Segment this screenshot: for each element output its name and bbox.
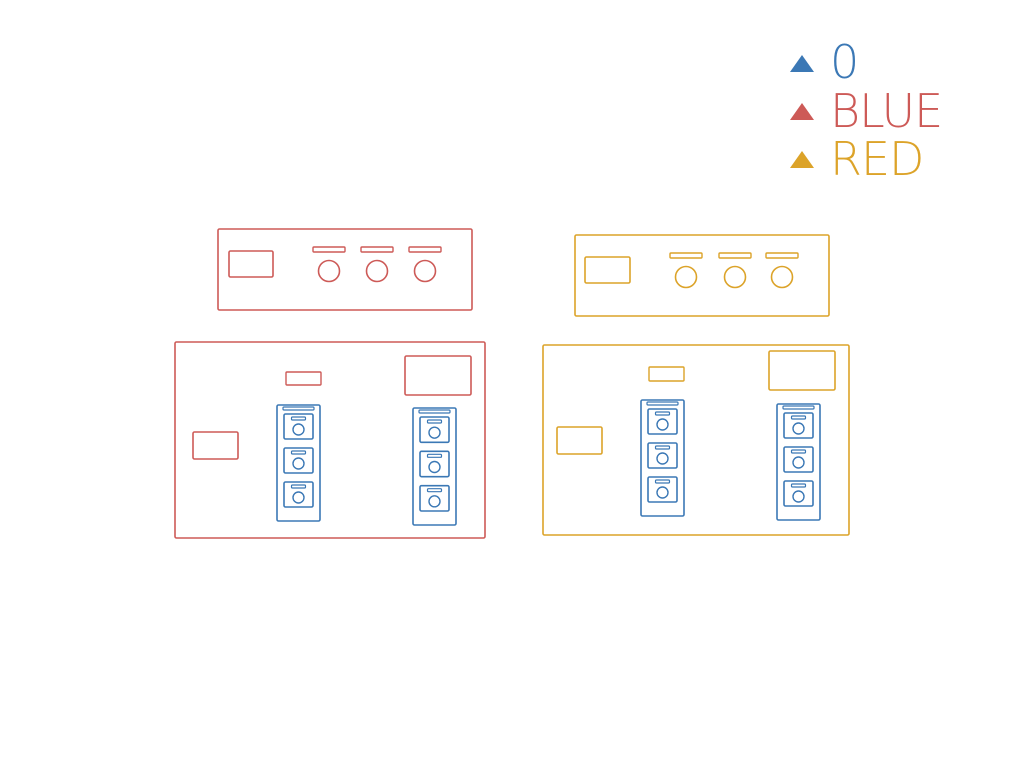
- drawer-handle: [290, 484, 307, 489]
- drawer-handle: [790, 449, 807, 454]
- indicator-slot: [718, 252, 752, 259]
- legend-item-1: BLUE: [790, 84, 943, 138]
- station-frame: [174, 341, 486, 539]
- station: [542, 344, 850, 536]
- cabinet: [640, 399, 685, 517]
- drawer-handle: [790, 415, 807, 420]
- drawer-handle: [654, 445, 671, 450]
- yellow-group: [542, 234, 850, 536]
- side-box: [556, 426, 603, 455]
- drawer-knob-icon: [656, 452, 669, 465]
- drawer-handle: [654, 479, 671, 484]
- knob-icon: [365, 259, 389, 283]
- indicator-slot: [312, 246, 346, 253]
- storage-box: [404, 355, 472, 396]
- indicator-slot: [765, 252, 799, 259]
- cabinet: [412, 407, 457, 526]
- drawer: [419, 450, 450, 478]
- drawer: [283, 447, 314, 474]
- drawer-knob-icon: [428, 495, 441, 508]
- indicator-slot: [669, 252, 703, 259]
- cabinet-frame: [276, 404, 321, 522]
- knob-icon: [770, 265, 794, 289]
- drawer-knob-icon: [656, 418, 669, 431]
- drawer-handle: [654, 411, 671, 416]
- drawer-knob-icon: [428, 460, 441, 474]
- drawer: [783, 412, 814, 439]
- drawer: [283, 413, 314, 440]
- legend-item-2: RED: [790, 132, 924, 186]
- drawer-knob-icon: [428, 426, 441, 439]
- side-box: [192, 431, 239, 460]
- legend: 0 BLUE RED: [790, 35, 943, 186]
- drawer-knob-icon: [292, 491, 305, 504]
- drawer: [419, 484, 450, 512]
- cabinet-top-slot: [418, 409, 451, 414]
- drawer-handle: [290, 416, 307, 421]
- red-group: [174, 228, 486, 539]
- knob-icon: [317, 259, 341, 283]
- cabinet-frame: [640, 399, 685, 517]
- drawer-knob-icon: [792, 456, 805, 469]
- triangle-icon: [790, 55, 814, 72]
- display-screen: [228, 250, 274, 278]
- station: [174, 341, 486, 539]
- drawer-knob-icon: [292, 457, 305, 470]
- drawer: [283, 481, 314, 508]
- legend-label: 0: [830, 35, 858, 89]
- knob-icon: [413, 259, 437, 283]
- cabinet: [276, 404, 321, 522]
- indicator-slot: [360, 246, 394, 253]
- drawer: [783, 446, 814, 473]
- drawer-knob-icon: [792, 422, 805, 435]
- drawer-knob-icon: [292, 423, 305, 436]
- label-tag: [285, 371, 322, 386]
- drawer-handle: [426, 488, 443, 493]
- drawer-handle: [290, 450, 307, 455]
- drawer-handle: [790, 483, 807, 488]
- cabinet-frame: [776, 403, 821, 521]
- drawer: [419, 416, 450, 444]
- triangle-icon: [790, 103, 814, 120]
- knob-icon: [723, 265, 747, 289]
- cabinet-top-slot: [646, 401, 679, 406]
- drawer: [783, 480, 814, 507]
- cabinet-top-slot: [782, 405, 815, 410]
- drawer-handle: [426, 453, 443, 458]
- cabinet-frame: [412, 407, 457, 526]
- drawer-handle: [426, 419, 443, 424]
- cabinet: [776, 403, 821, 521]
- control-panel: [574, 234, 830, 317]
- legend-label: RED: [830, 132, 923, 186]
- station-frame: [542, 344, 850, 536]
- display-screen: [584, 256, 631, 284]
- drawer: [647, 476, 678, 503]
- cabinet-top-slot: [282, 406, 315, 411]
- control-panel-frame: [217, 228, 473, 311]
- label-tag: [648, 366, 685, 382]
- legend-item-0: 0: [790, 35, 859, 89]
- triangle-icon: [790, 151, 814, 168]
- knob-icon: [674, 265, 698, 289]
- drawer-knob-icon: [792, 490, 805, 503]
- legend-label: BLUE: [830, 84, 942, 138]
- indicator-slot: [408, 246, 442, 253]
- storage-box: [768, 350, 836, 391]
- drawer-knob-icon: [656, 486, 669, 499]
- drawer: [647, 408, 678, 435]
- control-panel-frame: [574, 234, 830, 317]
- drawer: [647, 442, 678, 469]
- control-panel: [217, 228, 473, 311]
- scene-objects: [174, 228, 850, 539]
